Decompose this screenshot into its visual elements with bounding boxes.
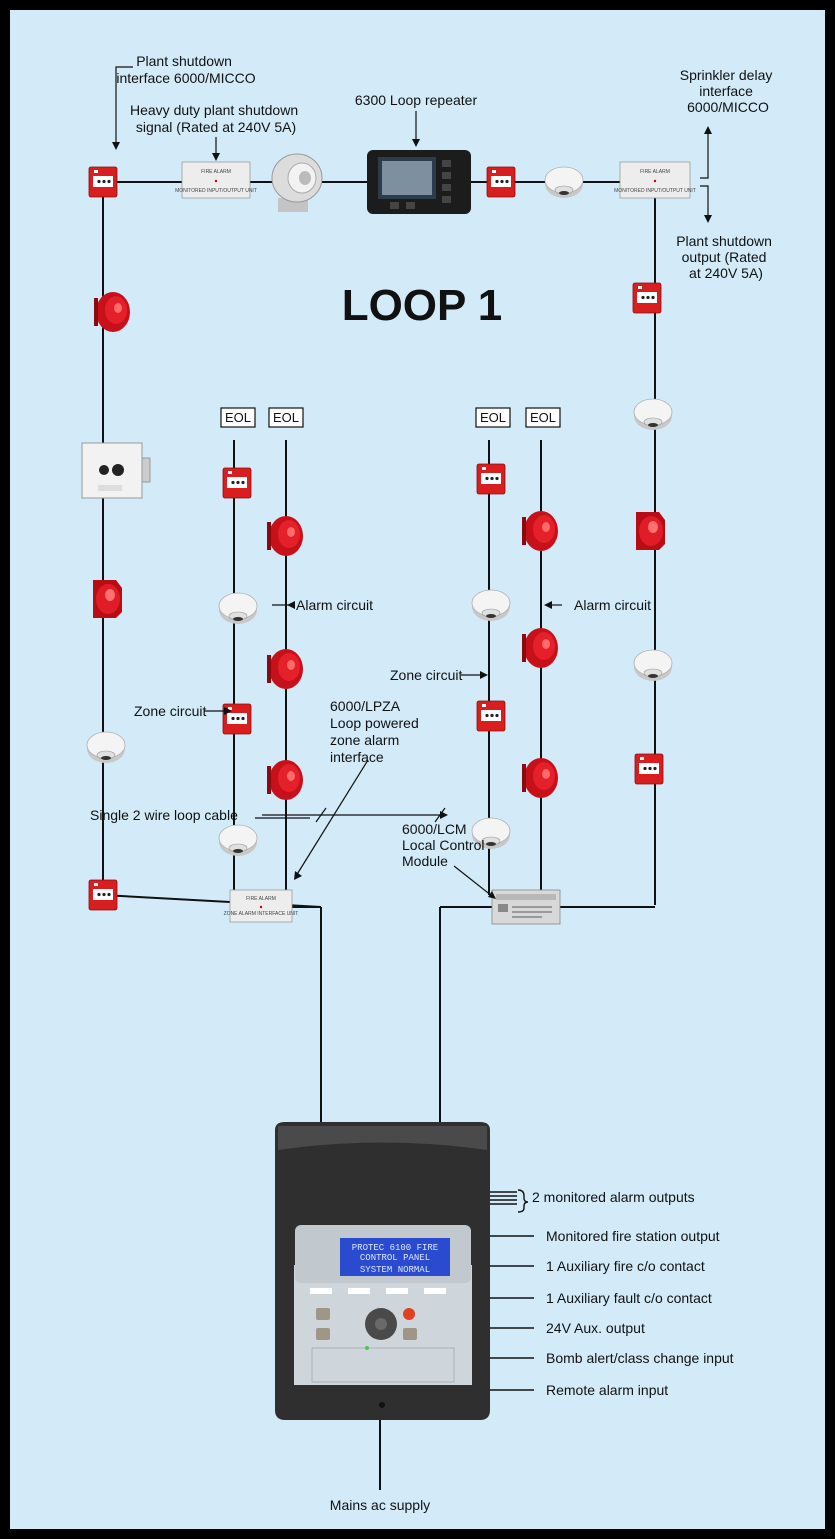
sounder	[267, 649, 303, 689]
manual-call-point	[88, 166, 118, 198]
svg-text:CONTROL PANEL: CONTROL PANEL	[360, 1253, 430, 1263]
svg-text:ZONE ALARM INTERFACE UNIT: ZONE ALARM INTERFACE UNIT	[224, 911, 299, 917]
label-plant-shutdown-output: Plant shutdown output (Rated at 240V 5A)	[676, 233, 776, 281]
panel-output-label: Bomb alert/class change input	[546, 1350, 734, 1366]
smoke-detector	[218, 824, 258, 857]
svg-text:EOL: EOL	[225, 410, 251, 425]
smoke-detector	[471, 589, 511, 622]
arrow-heads	[112, 126, 712, 899]
label-lpza: 6000/LPZA Loop powered zone alarm interf…	[330, 698, 423, 765]
panel-output-label: 1 Auxiliary fault c/o contact	[546, 1290, 712, 1306]
label-zone-circuit-right: Zone circuit	[390, 667, 462, 683]
panel-output-label: 24V Aux. output	[546, 1320, 645, 1336]
key-switch-box	[81, 442, 151, 499]
smoke-detector	[633, 398, 673, 431]
label-plant-shutdown-interface: Plant shutdown interface 6000/MICCO	[116, 53, 255, 86]
svg-text:FIRE ALARM: FIRE ALARM	[640, 169, 670, 175]
svg-text:SYSTEM NORMAL: SYSTEM NORMAL	[360, 1265, 430, 1275]
label-lcm: 6000/LCM Local Control Module	[402, 821, 488, 869]
lcd-display	[340, 1238, 450, 1276]
smoke-detector	[218, 592, 258, 625]
eol-left-zone: EOL	[220, 407, 256, 428]
smoke-detector	[544, 166, 584, 199]
manual-call-point	[632, 282, 662, 314]
label-alarm-circuit-left: Alarm circuit	[296, 597, 373, 613]
panel-output-label: Monitored fire station output	[546, 1228, 720, 1244]
brace	[517, 1189, 529, 1213]
panel-output-label: 2 monitored alarm outputs	[532, 1189, 695, 1205]
label-zone-circuit-left: Zone circuit	[134, 703, 206, 719]
manual-call-point	[222, 467, 252, 499]
label-sprinkler-delay: Sprinkler delay interface 6000/MICCO	[680, 67, 777, 115]
svg-text:MONITORED INPUT/OUTPUT UNIT: MONITORED INPUT/OUTPUT UNIT	[614, 188, 696, 194]
loop-repeater	[367, 150, 471, 214]
lpza-interface: FIRE ALARM ZONE ALARM INTERFACE UNIT	[224, 889, 299, 923]
svg-text:PROTEC 6100 FIRE: PROTEC 6100 FIRE	[352, 1243, 438, 1253]
svg-text:FIRE ALARM: FIRE ALARM	[201, 169, 231, 175]
smoke-detector	[633, 649, 673, 682]
sounder	[522, 511, 558, 551]
sounder	[267, 516, 303, 556]
wiring-diagram: FIRE ALARM MONITORED INPUT/OUTPUT UNIT F…	[81, 53, 777, 1513]
cable-tick-marks	[315, 807, 446, 823]
manual-call-point	[88, 879, 118, 911]
control-panel: PROTEC 6100 FIRE CONTROL PANEL SYSTEM NO…	[275, 1122, 490, 1420]
smoke-detector	[86, 731, 126, 764]
label-loop-cable: Single 2 wire loop cable	[90, 807, 238, 823]
loop-title: LOOP 1	[342, 281, 503, 330]
micco-interface-left: FIRE ALARM MONITORED INPUT/OUTPUT UNIT	[175, 161, 257, 199]
panel-output-lines	[490, 1191, 534, 1391]
diagram-canvas: FIRE ALARM MONITORED INPUT/OUTPUT UNIT F…	[10, 10, 825, 1529]
svg-text:FIRE ALARM: FIRE ALARM	[246, 896, 276, 902]
sounder	[522, 628, 558, 668]
sounder	[94, 292, 130, 332]
beacon-sounder	[93, 580, 122, 618]
svg-text:EOL: EOL	[273, 410, 299, 425]
sounder	[522, 758, 558, 798]
svg-text:EOL: EOL	[480, 410, 506, 425]
label-loop-repeater: 6300 Loop repeater	[355, 92, 478, 108]
label-mains-supply: Mains ac supply	[330, 1497, 430, 1513]
panel-output-label: Remote alarm input	[546, 1382, 668, 1398]
svg-text:MONITORED INPUT/OUTPUT UNIT: MONITORED INPUT/OUTPUT UNIT	[175, 188, 257, 194]
eol-right-zone: EOL	[475, 407, 511, 428]
manual-call-point	[634, 753, 664, 785]
label-heavy-duty-signal: Heavy duty plant shutdown signal (Rated …	[130, 102, 302, 135]
panel-output-label: 1 Auxiliary fire c/o contact	[546, 1258, 705, 1274]
micco-interface-right: FIRE ALARM MONITORED INPUT/OUTPUT UNIT	[614, 161, 696, 199]
beacon-sounder	[636, 512, 665, 550]
manual-call-point	[222, 703, 252, 735]
eol-left-alarm: EOL	[268, 407, 304, 428]
lcm-module	[491, 889, 561, 925]
manual-call-point	[486, 166, 516, 198]
manual-call-point	[476, 463, 506, 495]
eol-right-alarm: EOL	[525, 407, 561, 428]
manual-call-point	[476, 700, 506, 732]
shutdown-fan	[271, 153, 323, 212]
svg-text:EOL: EOL	[530, 410, 556, 425]
sounder	[267, 760, 303, 800]
label-alarm-circuit-right: Alarm circuit	[574, 597, 651, 613]
